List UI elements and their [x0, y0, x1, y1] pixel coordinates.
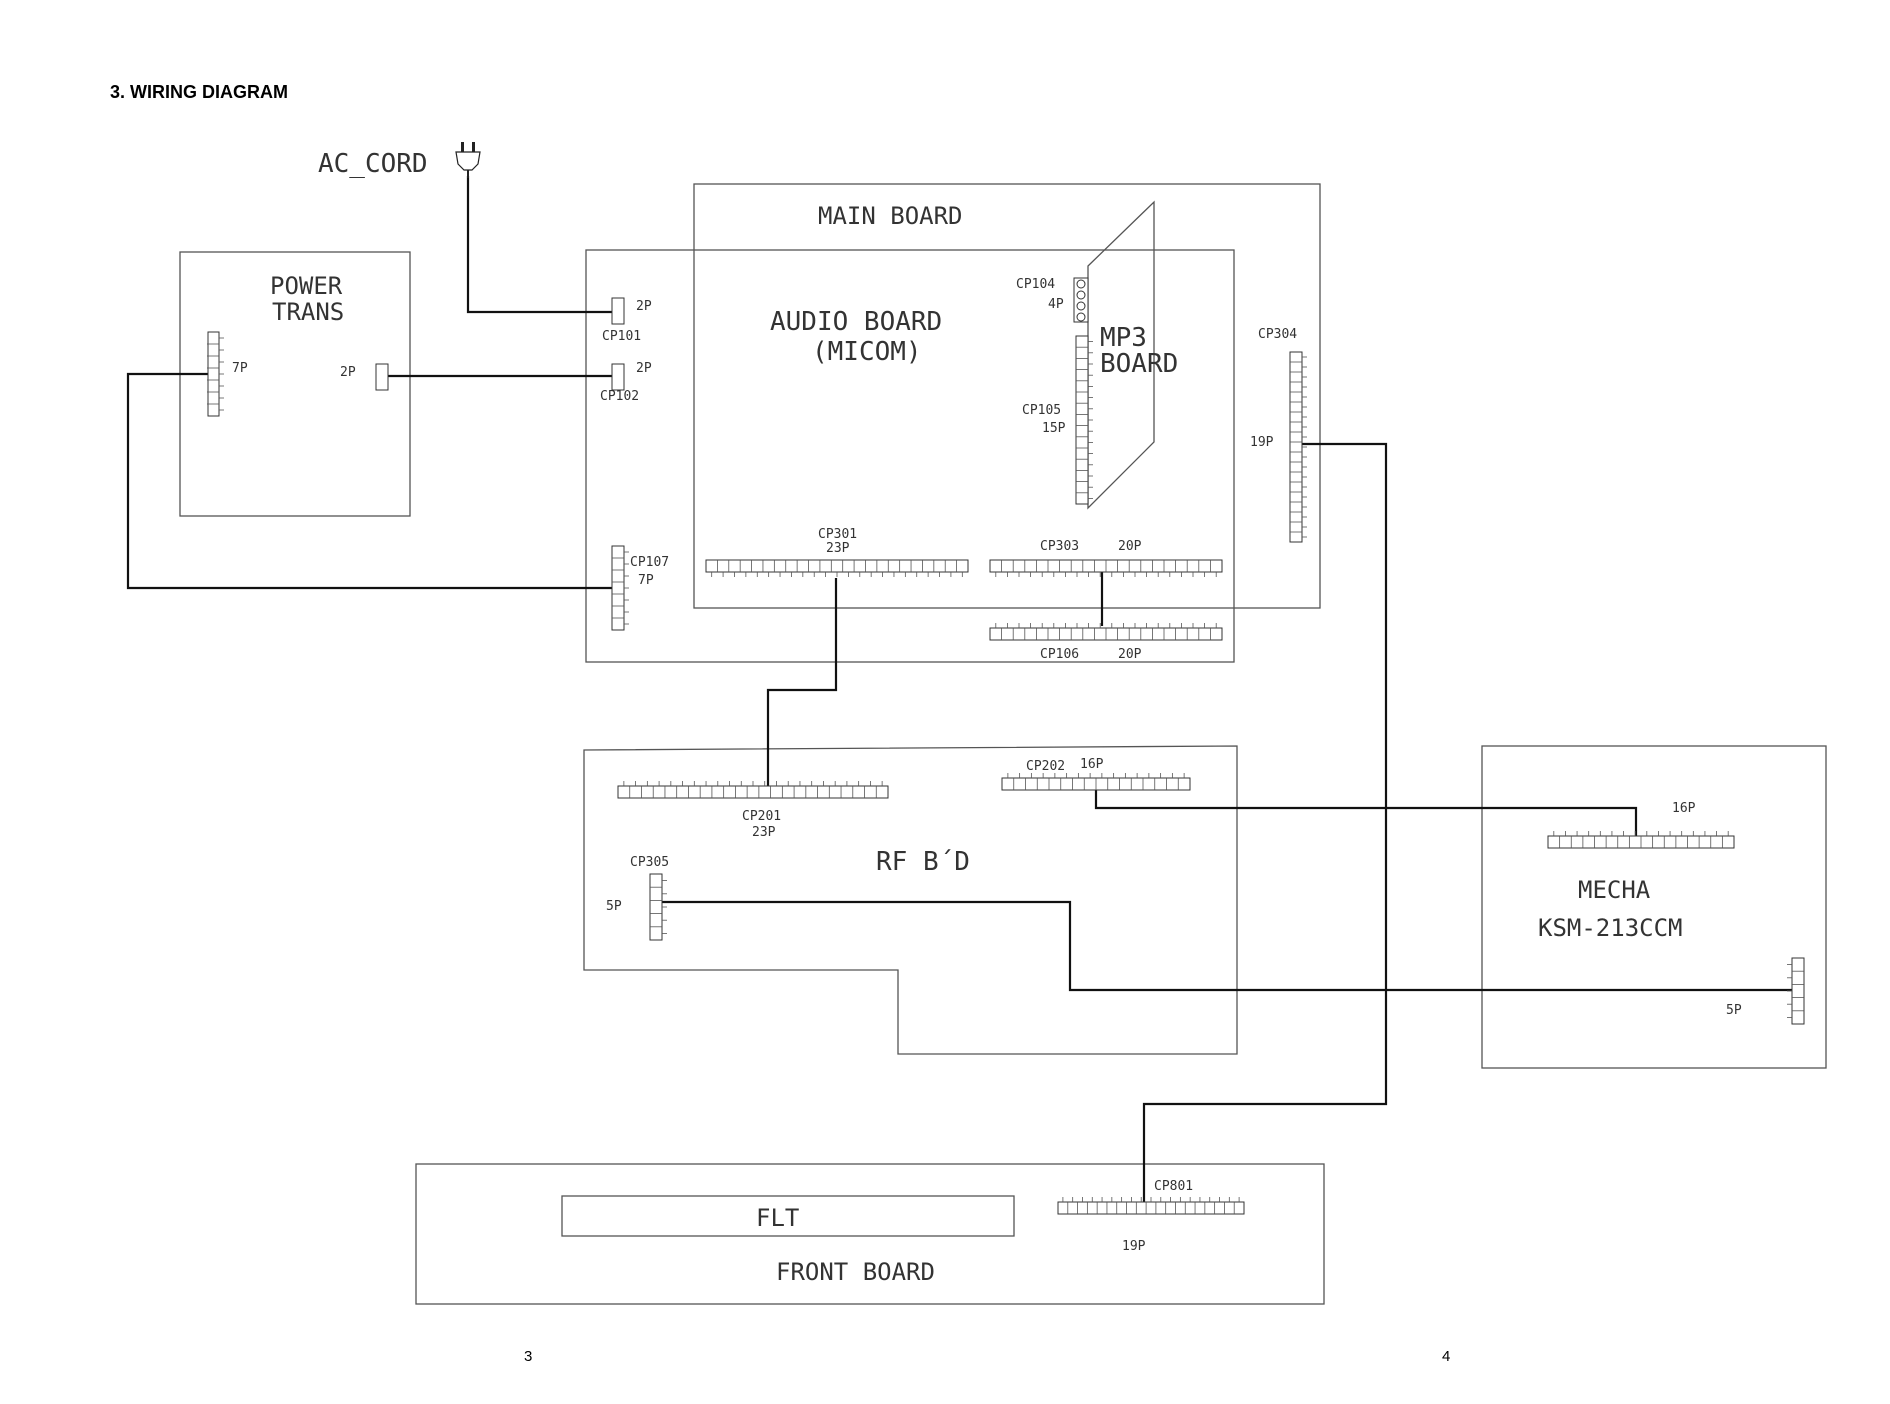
mecha-label: MECHA: [1578, 876, 1651, 904]
cp104-label: CP104: [1016, 277, 1055, 292]
connector-mecha-5p: [1787, 957, 1805, 1025]
cp101-pins-label: 2P: [636, 299, 652, 314]
connector-cp106: [989, 623, 1223, 641]
connector-cp801: [1057, 1197, 1245, 1215]
connector-cp102: [611, 363, 625, 391]
mp3-board-sublabel: BOARD: [1100, 349, 1178, 379]
wire-cp301-cp201: [766, 578, 838, 786]
connector-cp107: [611, 545, 629, 631]
connector-cp301: [705, 559, 969, 577]
main-board-label: MAIN BOARD: [818, 202, 963, 230]
cp305-label: CP305: [630, 855, 669, 870]
wire-cp202-mecha: [1094, 782, 1638, 836]
mecha-model-label: KSM-213CCM: [1538, 914, 1683, 942]
wire-power-trans-cp107: [126, 372, 612, 590]
cp305-pins-label: 5P: [606, 899, 622, 914]
cp201-label: CP201: [742, 809, 781, 824]
cp301-pins-label: 23P: [826, 541, 850, 556]
audio-board: [585, 249, 1235, 663]
cp107-pins-label: 7P: [638, 573, 654, 588]
connector-cp303: [989, 559, 1223, 577]
ac-plug-icon: [455, 142, 481, 178]
power-trans-label: POWER: [270, 272, 343, 300]
connector-cp201: [617, 781, 889, 799]
cp303-label: CP303: [1040, 539, 1079, 554]
mecha-board: [1481, 745, 1827, 1069]
cp801-pins-label: 19P: [1122, 1239, 1146, 1254]
cp105-pins-label: 15P: [1042, 421, 1066, 436]
cp106-pins-label: 20P: [1118, 647, 1142, 662]
connector-power-trans-2p: [375, 363, 389, 391]
mp3-board-label: MP3: [1100, 323, 1147, 353]
cp801-label: CP801: [1154, 1179, 1193, 1194]
flt-display: [561, 1195, 1015, 1237]
power-trans-sublabel: TRANS: [272, 298, 344, 326]
connector-cp104: [1073, 277, 1089, 323]
cp107-label: CP107: [630, 555, 669, 570]
front-board: [415, 1163, 1325, 1305]
connector-cp305: [649, 873, 667, 941]
cp301-label: CP301: [818, 527, 857, 542]
wire-cp305-mecha: [662, 900, 1792, 992]
power-trans-board: [179, 251, 411, 517]
audio-board-label: AUDIO BOARD: [770, 307, 942, 337]
mecha-16p-label: 16P: [1672, 801, 1696, 816]
cp106-label: CP106: [1040, 647, 1079, 662]
rf-board-label: RF B´D: [876, 847, 970, 877]
ac-cord-label: AC_CORD: [318, 149, 428, 179]
connector-cp105: [1075, 335, 1093, 505]
cp202-label: CP202: [1026, 759, 1065, 774]
cp105-label: CP105: [1022, 403, 1061, 418]
wire-cp304-cp801: [1142, 442, 1388, 1202]
connector-power-trans-7p: [207, 331, 224, 417]
cp303-pins-label: 20P: [1118, 539, 1142, 554]
connector-cp304: [1289, 351, 1307, 543]
connector-cp101: [611, 297, 625, 325]
page-heading: 3. WIRING DIAGRAM: [110, 82, 288, 102]
cp104-pins-label: 4P: [1048, 297, 1064, 312]
cp101-label: CP101: [602, 329, 641, 344]
cp201-pins-label: 23P: [752, 825, 776, 840]
power-trans-7p-label: 7P: [232, 361, 248, 376]
page-number-left: 3: [524, 1348, 533, 1365]
power-trans-2p-label: 2P: [340, 365, 356, 380]
mecha-5p-label: 5P: [1726, 1003, 1742, 1018]
rf-board: [583, 745, 1238, 1055]
cp102-pins-label: 2P: [636, 361, 652, 376]
audio-board-sublabel: (MICOM): [812, 337, 922, 367]
cp304-pins-label: 19P: [1250, 435, 1274, 450]
cp202-pins-label: 16P: [1080, 757, 1104, 772]
wire-ac-cord-cp101: [466, 176, 614, 314]
cp304-label: CP304: [1258, 327, 1297, 342]
front-board-label: FRONT BOARD: [776, 1258, 935, 1286]
cp102-label: CP102: [600, 389, 639, 404]
page-number-right: 4: [1442, 1348, 1451, 1365]
main-board: [693, 183, 1321, 609]
connector-cp202: [1001, 773, 1191, 791]
flt-label: FLT: [756, 1204, 799, 1232]
connector-mecha-16p: [1547, 831, 1735, 849]
